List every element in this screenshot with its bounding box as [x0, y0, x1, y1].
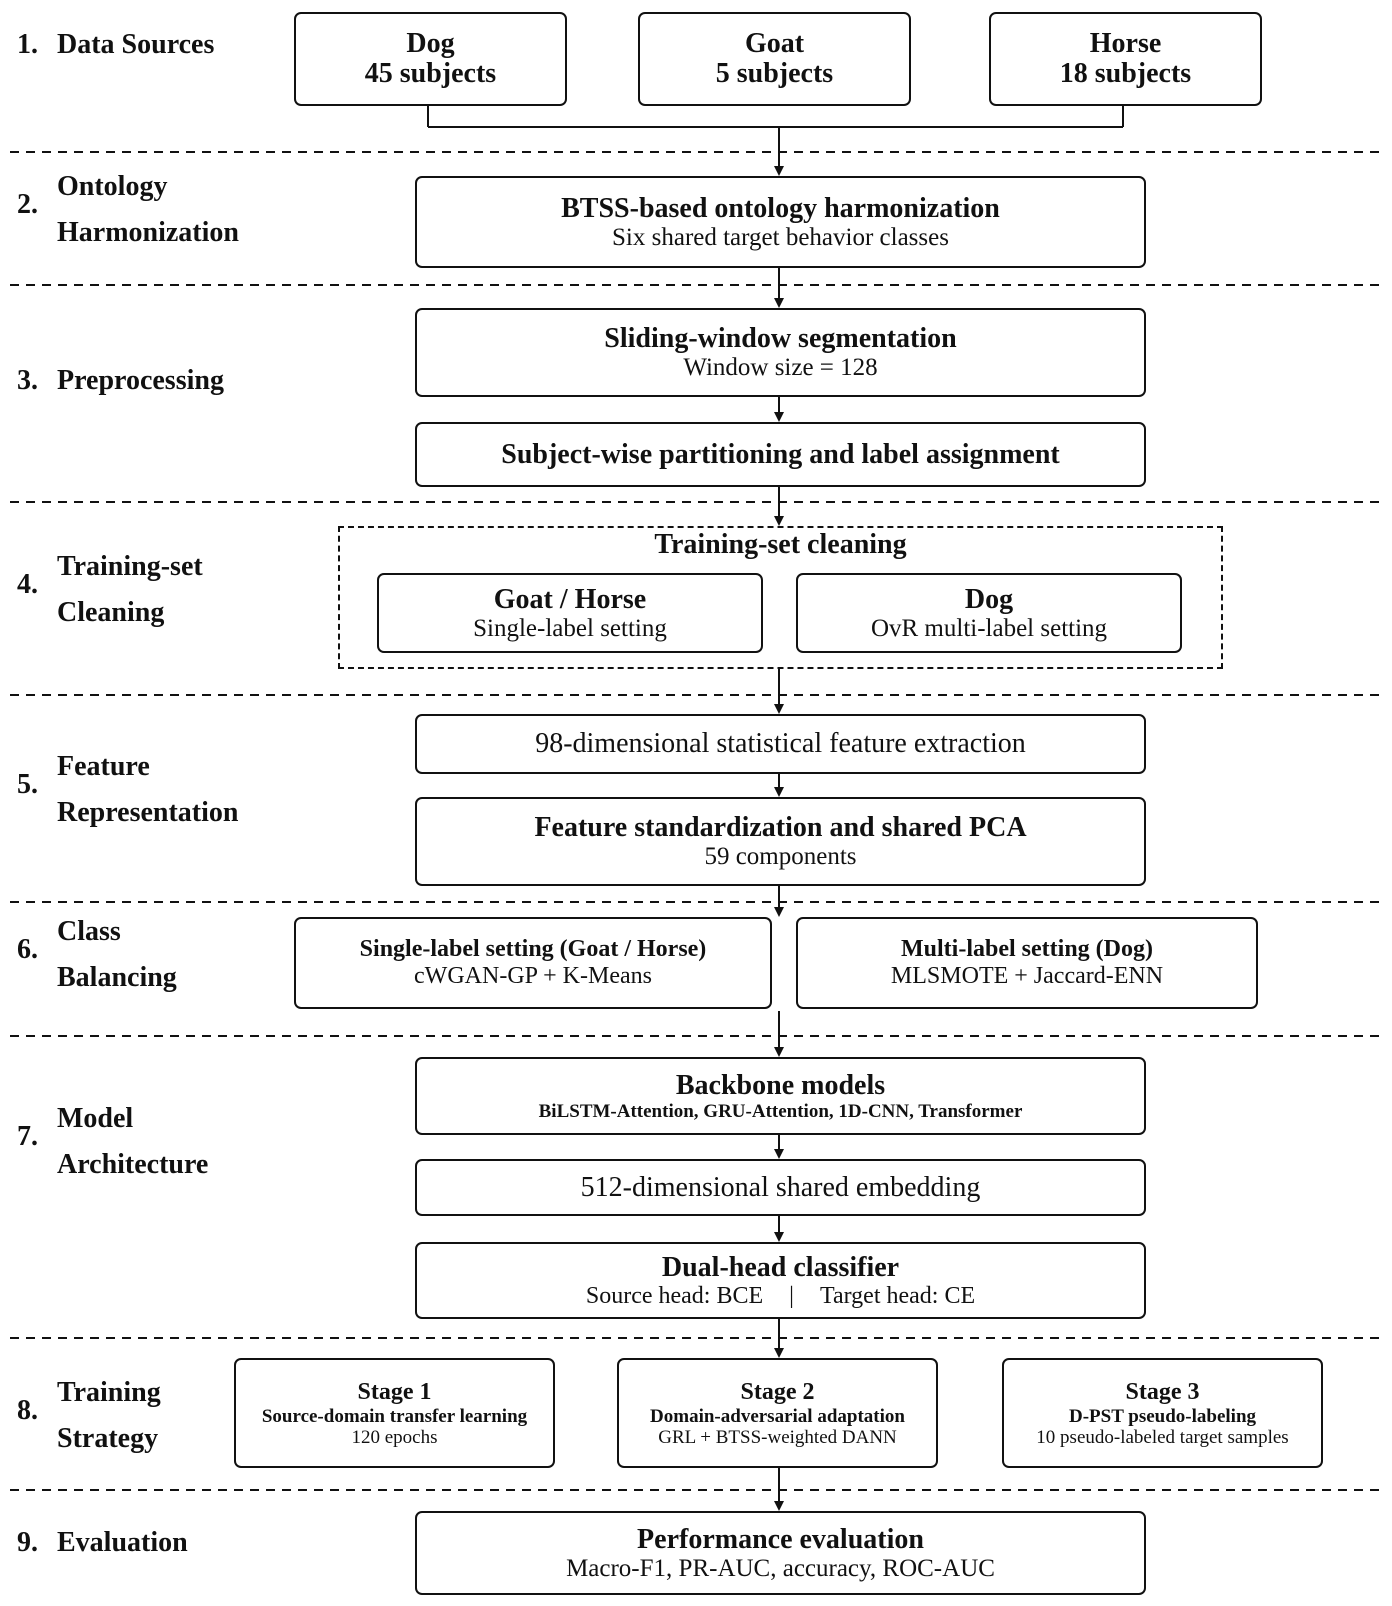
single-label-balancing-box: Single-label setting (Goat / Horse) cWGA…: [294, 917, 772, 1009]
training-stage-3-detail: 10 pseudo-labeled target samples: [1036, 1426, 1289, 1448]
segmentation-sub: Window size = 128: [683, 354, 878, 381]
single-label-balancing-sub: cWGAN-GP + K-Means: [414, 963, 652, 989]
classifier-box: Dual-head classifier Source head: BCE | …: [415, 1242, 1146, 1319]
dog-cleaning-sub: OvR multi-label setting: [870, 614, 1108, 642]
partition-title: Subject-wise partitioning and label assi…: [501, 438, 1060, 470]
training-stage-2-title: Stage 2: [740, 1378, 815, 1405]
dog-subjects: 45 subjects: [364, 58, 497, 89]
multi-label-balancing-sub: MLSMOTE + Jaccard-ENN: [890, 963, 1164, 989]
classifier-heads: Source head: BCE | Target head: CE: [586, 1283, 975, 1309]
pca-title: Feature standardization and shared PCA: [534, 812, 1027, 843]
embedding-box: 512-dimensional shared embedding: [415, 1159, 1146, 1216]
evaluation-sub: Macro-F1, PR-AUC, accuracy, ROC-AUC: [566, 1554, 995, 1582]
backbone-sub: BiLSTM-Attention, GRU-Attention, 1D-CNN,…: [538, 1100, 1023, 1122]
training-stage-3-method: D-PST pseudo-labeling: [1068, 1405, 1257, 1427]
goat-horse-cleaning-box: Goat / Horse Single-label setting: [377, 573, 763, 653]
classifier-title: Dual-head classifier: [661, 1251, 900, 1283]
training-stage-2-box: Stage 2 Domain-adversarial adaptation GR…: [617, 1358, 938, 1468]
goat-subjects: 5 subjects: [715, 58, 834, 89]
cleaning-title: Training-set cleaning: [654, 529, 907, 560]
partition-box: Subject-wise partitioning and label assi…: [415, 422, 1146, 487]
head-separator: |: [789, 1282, 794, 1309]
horse-species: Horse: [1089, 28, 1162, 59]
dog-species: Dog: [406, 28, 455, 59]
horse-source-box: Horse 18 subjects: [989, 12, 1262, 106]
training-stage-1-box: Stage 1 Source-domain transfer learning …: [234, 1358, 555, 1468]
pca-box: Feature standardization and shared PCA 5…: [415, 797, 1146, 886]
training-stage-2-method: Domain-adversarial adaptation: [650, 1405, 905, 1427]
merge-lines: [427, 104, 1124, 128]
evaluation-title: Performance evaluation: [637, 1523, 924, 1555]
feature-extraction-box: 98-dimensional statistical feature extra…: [415, 714, 1146, 774]
source-head-label: Source head: BCE: [585, 1282, 764, 1309]
goat-species: Goat: [744, 28, 805, 59]
goat-horse-cleaning-sub: Single-label setting: [473, 614, 667, 642]
target-head-label: Target head: CE: [819, 1282, 976, 1309]
evaluation-box: Performance evaluation Macro-F1, PR-AUC,…: [415, 1511, 1146, 1595]
horse-subjects: 18 subjects: [1059, 58, 1192, 89]
multi-label-balancing-box: Multi-label setting (Dog) MLSMOTE + Jacc…: [796, 917, 1258, 1009]
embedding-label: 512-dimensional shared embedding: [580, 1171, 981, 1203]
goat-horse-cleaning-title: Goat / Horse: [493, 583, 647, 615]
training-stage-3-title: Stage 3: [1125, 1378, 1200, 1405]
ontology-box: BTSS-based ontology harmonization Six sh…: [415, 176, 1146, 268]
training-stage-1-detail: 120 epochs: [351, 1426, 438, 1448]
feature-extraction-label: 98-dimensional statistical feature extra…: [535, 728, 1026, 759]
cleaning-group: [338, 526, 1223, 669]
dog-cleaning-box: Dog OvR multi-label setting: [796, 573, 1182, 653]
ontology-sub: Six shared target behavior classes: [612, 223, 949, 251]
ontology-title: BTSS-based ontology harmonization: [561, 192, 1000, 224]
segmentation-title: Sliding-window segmentation: [604, 323, 957, 354]
multi-label-balancing-title: Multi-label setting (Dog): [901, 936, 1153, 962]
backbone-box: Backbone models BiLSTM-Attention, GRU-At…: [415, 1057, 1146, 1135]
segmentation-box: Sliding-window segmentation Window size …: [415, 308, 1146, 397]
dog-source-box: Dog 45 subjects: [294, 12, 567, 106]
stage-separators: [10, 151, 1385, 1491]
training-stage-3-box: Stage 3 D-PST pseudo-labeling 10 pseudo-…: [1002, 1358, 1323, 1468]
training-stage-1-method: Source-domain transfer learning: [261, 1405, 528, 1427]
backbone-title: Backbone models: [675, 1069, 886, 1101]
dog-cleaning-title: Dog: [964, 583, 1014, 615]
training-stage-2-detail: GRL + BTSS-weighted DANN: [658, 1426, 897, 1448]
goat-source-box: Goat 5 subjects: [638, 12, 911, 106]
pca-sub: 59 components: [704, 843, 857, 870]
training-stage-1-title: Stage 1: [357, 1378, 432, 1405]
single-label-balancing-title: Single-label setting (Goat / Horse): [359, 936, 707, 962]
